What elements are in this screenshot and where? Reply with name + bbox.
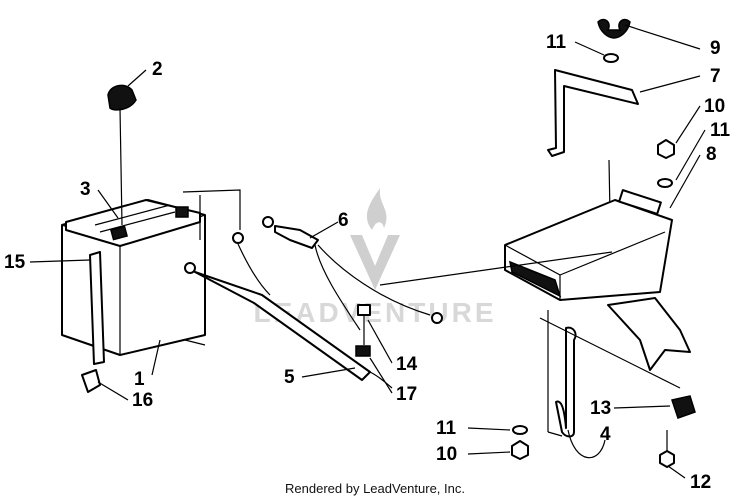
callout-8: 8 [706, 144, 717, 165]
spacer [671, 395, 696, 419]
bolt [659, 430, 675, 468]
hold-down-hook [555, 326, 577, 438]
callout-2: 2 [152, 59, 163, 80]
callout-13: 13 [590, 398, 611, 419]
washer-bottom [512, 425, 528, 435]
callout-12: 12 [690, 472, 711, 493]
battery-tray [504, 189, 673, 301]
callout-7: 7 [710, 66, 721, 87]
battery [61, 199, 206, 356]
callout-4: 4 [600, 424, 611, 445]
mounting-bracket [607, 297, 691, 371]
terminal-hardware [355, 304, 371, 357]
callout-6: 6 [338, 210, 349, 231]
nut-bottom [511, 440, 529, 460]
vent-tube [81, 369, 101, 393]
callout-11-bottom: 11 [436, 418, 457, 439]
callout-1: 1 [134, 369, 145, 390]
hold-down-bracket [547, 69, 639, 157]
watermark: LEADVENTURE [253, 188, 494, 328]
battery-cables [182, 189, 443, 389]
callout-14: 14 [396, 354, 418, 375]
terminal-boot [107, 84, 137, 226]
washer-right [657, 178, 673, 188]
leader-lines [29, 24, 706, 479]
callout-9: 9 [710, 38, 721, 59]
callout-10-upper: 10 [704, 96, 725, 117]
credit-text: Rendered by LeadVenture, Inc. [285, 481, 465, 496]
callout-16: 16 [132, 390, 153, 411]
assembly-lines [379, 251, 681, 437]
callout-15: 15 [4, 252, 26, 273]
wing-nut [597, 18, 631, 39]
callout-3: 3 [80, 179, 91, 200]
callout-11-top: 11 [546, 32, 567, 53]
callout-labels: 1 2 3 4 5 6 7 8 9 10 10 11 11 11 12 13 1… [4, 32, 731, 493]
callout-11-right: 11 [710, 120, 731, 141]
nut-right [657, 139, 675, 159]
callout-10-lower: 10 [436, 444, 457, 465]
callout-5: 5 [284, 367, 295, 388]
callout-17: 17 [396, 384, 417, 405]
washer-top [603, 53, 619, 63]
battery-strap [89, 251, 105, 365]
leadventure-flame-logo [350, 188, 400, 290]
